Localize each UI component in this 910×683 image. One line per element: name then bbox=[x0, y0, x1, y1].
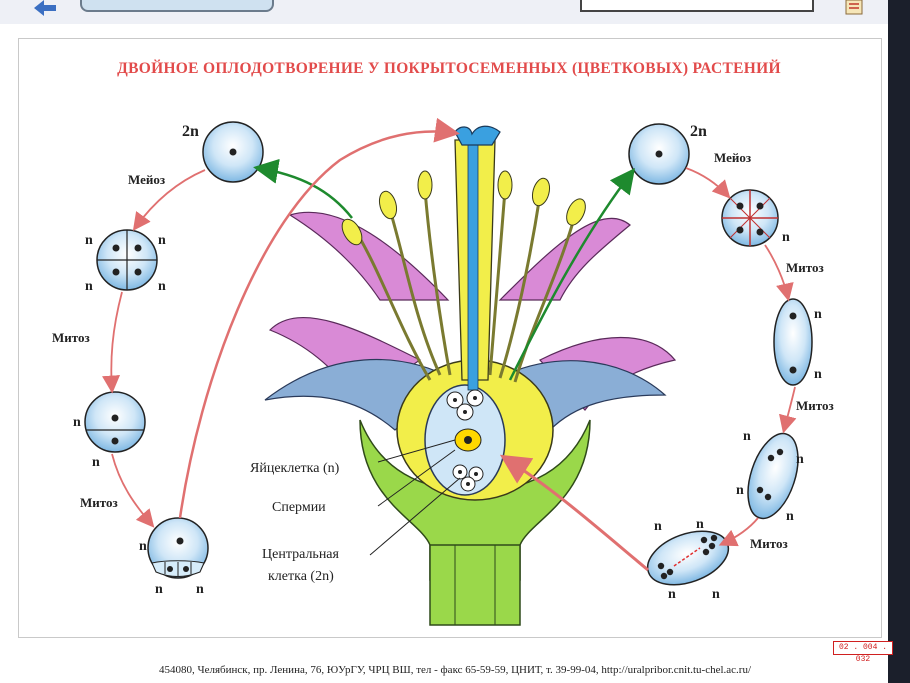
right-four-nuclei-cell bbox=[747, 432, 799, 520]
label-left-n-1: n bbox=[85, 233, 93, 248]
label-right-n-8: n bbox=[654, 519, 662, 534]
stamens bbox=[341, 170, 586, 383]
slide-code-badge: 02 . 004 . 032 bbox=[833, 641, 893, 664]
label-right-2n: 2n bbox=[690, 123, 707, 140]
back-arrow-icon[interactable] bbox=[30, 0, 58, 16]
label-left-n-2: n bbox=[158, 233, 166, 248]
left-tetrad-cell bbox=[96, 229, 158, 291]
left-cell-cycle bbox=[84, 117, 460, 579]
stem bbox=[429, 544, 521, 626]
left-cell-2n bbox=[202, 121, 264, 183]
label-right-n-2: n bbox=[814, 307, 822, 322]
label-egg-cell: Яйцеклетка (n) bbox=[250, 461, 340, 476]
top-toolbar bbox=[0, 0, 910, 24]
label-left-n-8: n bbox=[155, 582, 163, 597]
right-cell-2n bbox=[628, 123, 690, 185]
label-sperm: Спермии bbox=[272, 500, 326, 515]
label-right-n-10: n bbox=[668, 587, 676, 602]
label-left-mitosis-1: Митоз bbox=[52, 330, 90, 345]
label-central-cell-2: клетка (2n) bbox=[268, 569, 334, 584]
window-edge bbox=[888, 0, 910, 683]
label-right-mitosis-1: Митоз bbox=[786, 260, 824, 275]
label-right-n-7: n bbox=[786, 509, 794, 524]
label-right-mitosis-2: Митоз bbox=[796, 398, 834, 413]
label-right-n-4: n bbox=[743, 429, 751, 444]
label-right-n-1: n bbox=[782, 230, 790, 245]
label-right-n-6: n bbox=[736, 483, 744, 498]
right-embryo-sac-cell bbox=[646, 530, 730, 586]
label-left-n-7: n bbox=[139, 539, 147, 554]
label-left-n-3: n bbox=[85, 279, 93, 294]
label-left-mitosis-2: Митоз bbox=[80, 495, 118, 510]
label-left-meiosis: Мейоз bbox=[128, 172, 165, 187]
flower-labels: Яйцеклетка (n) Спермии Центральная клетк… bbox=[250, 461, 340, 584]
label-right-mitosis-3: Митоз bbox=[750, 536, 788, 551]
label-left-n-4: n bbox=[158, 279, 166, 294]
embryo-sac-cells bbox=[446, 389, 484, 492]
right-cell-cycle bbox=[499, 123, 813, 586]
label-left-2n: 2n bbox=[182, 123, 199, 140]
stigma bbox=[454, 125, 501, 146]
top-input-box[interactable] bbox=[580, 0, 814, 12]
left-labels: 2n Мейоз n n n n Митоз n n Митоз n n n bbox=[52, 123, 204, 597]
label-right-n-9: n bbox=[696, 517, 704, 532]
flower-illustration bbox=[264, 125, 677, 626]
label-right-n-5: n bbox=[796, 452, 804, 467]
label-right-n-11: n bbox=[712, 587, 720, 602]
label-left-n-6: n bbox=[92, 455, 100, 470]
left-divided-cell bbox=[84, 391, 146, 453]
right-tetrad-cell bbox=[721, 189, 779, 247]
right-labels: 2n Мейоз n Митоз n n Митоз n n n n n n М… bbox=[654, 123, 834, 602]
footer-address: 454080, Челябинск, пр. Ленина, 76, ЮУрГУ… bbox=[158, 664, 752, 676]
top-navigation-button[interactable] bbox=[80, 0, 274, 12]
label-right-meiosis: Мейоз bbox=[714, 150, 751, 165]
right-petal bbox=[498, 217, 631, 301]
right-megaspore-cell bbox=[773, 298, 813, 386]
pollen-tube bbox=[467, 139, 479, 391]
document-icon[interactable] bbox=[840, 0, 868, 18]
label-central-cell-1: Центральная bbox=[262, 547, 340, 562]
label-right-n-3: n bbox=[814, 367, 822, 382]
label-left-n-5: n bbox=[73, 415, 81, 430]
label-left-n-9: n bbox=[196, 582, 204, 597]
left-pollen-grain bbox=[147, 517, 209, 579]
slide-title: ДВОЙНОЕ ОПЛОДОТВОРЕНИЕ У ПОКРЫТОСЕМЕННЫХ… bbox=[117, 60, 781, 77]
